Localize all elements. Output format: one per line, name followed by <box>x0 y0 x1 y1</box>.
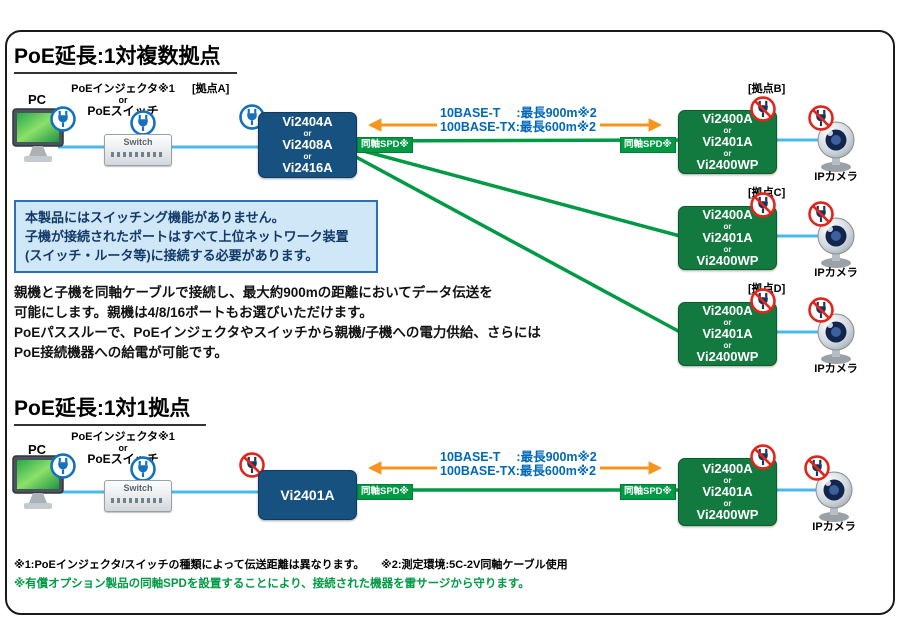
or-text: or <box>303 152 312 161</box>
coax-spd-badge-4: 同軸SPD※ <box>620 484 676 500</box>
device-name: Vi2408A <box>282 137 333 152</box>
device-name: Vi2401A <box>702 484 753 499</box>
device-box-site-b: Vi2400A or Vi2401A or Vi2400WP <box>678 110 777 174</box>
speed-line-1: 10BASE-T :最長900m※2 <box>440 450 597 464</box>
switch-device-label-1: Switch <box>123 137 153 147</box>
no-poe-plug-icon-site-b <box>750 96 776 122</box>
device-name: Vi2400WP <box>696 349 759 364</box>
device-box-vi2404a: Vi2404A or Vi2408A or Vi2416A <box>258 112 357 178</box>
note-line-2: 子機が接続されたポートはすべて上位ネットワーク装置 <box>25 229 349 244</box>
or-text: or <box>723 499 732 508</box>
switch-ports-1 <box>111 152 165 157</box>
poe-injector-label-2: PoEインジェクタ※1 <box>71 431 175 443</box>
device-name: Vi2416A <box>282 160 333 175</box>
device-name: Vi2401A <box>280 487 335 503</box>
device-name: Vi2401A <box>702 326 753 341</box>
or-text: or <box>723 222 732 231</box>
injector-switch-label-1: PoEインジェクタ※1 or PoEスイッチ <box>70 83 176 118</box>
switch-device-label-2: Switch <box>123 483 153 493</box>
device-name: Vi2400A <box>702 461 753 476</box>
or-label-2: or <box>118 442 128 453</box>
outer-border <box>5 30 895 615</box>
no-poe-plug-icon-camera-2 <box>804 455 830 481</box>
no-poe-plug-icon-camera-d <box>808 297 834 323</box>
no-poe-plug-icon-camera-b <box>808 105 834 131</box>
or-text: or <box>723 476 732 485</box>
or-text: or <box>723 341 732 350</box>
device-name: Vi2401A <box>702 134 753 149</box>
poe-plug-icon-switch-2 <box>130 456 156 482</box>
device-box-site-c: Vi2400A or Vi2401A or Vi2400WP <box>678 206 777 270</box>
or-text: or <box>723 318 732 327</box>
description-line-3: PoEパススルーで、PoEインジェクタやスイッチから親機/子機への電力供給、さら… <box>14 325 541 340</box>
section2-title: PoE延長:1対1拠点 <box>14 392 207 426</box>
switching-note-box: 本製品にはスイッチング機能がありません。 子機が接続されたポートはすべて上位ネッ… <box>14 200 378 273</box>
site-b-label: [拠点B] <box>748 83 786 95</box>
link-speed-label-1: 10BASE-T :最長900m※2 100BASE-TX:最長600m※2 <box>437 106 600 134</box>
no-poe-plug-icon-site-c <box>750 192 776 218</box>
note-line-3: (スイッチ・ルータ等)に接続する必要があります。 <box>25 248 319 263</box>
pc-label-2: PC <box>28 442 47 457</box>
product-description: 親機と子機を同軸ケーブルで接続し、最大約900mの距離においてデータ伝送を 可能… <box>14 283 541 363</box>
speed-line-2: 100BASE-TX:最長600m※2 <box>440 120 596 134</box>
or-text: or <box>723 245 732 254</box>
device-box-site-d: Vi2400A or Vi2401A or Vi2400WP <box>678 302 777 366</box>
description-line-1: 親機と子機を同軸ケーブルで接続し、最大約900mの距離においてデータ伝送を <box>14 285 493 300</box>
footnote-spd: ※有償オプション製品の同軸SPDを設置することにより、接続された機器を雷サージか… <box>14 578 530 590</box>
device-box-site-2: Vi2400A or Vi2401A or Vi2400WP <box>678 458 777 526</box>
poe-plug-icon-switch-1 <box>130 110 156 136</box>
switch-device-1: Switch <box>104 134 172 166</box>
ip-camera-label-d: IPカメラ <box>814 363 858 375</box>
switch-ports-2 <box>111 498 165 503</box>
device-name: Vi2404A <box>282 114 333 129</box>
ip-camera-label-b: IPカメラ <box>814 171 858 183</box>
poe-switch-label-2: PoEスイッチ <box>87 451 159 466</box>
or-text: or <box>723 149 732 158</box>
ip-camera-label-c: IPカメラ <box>814 267 858 279</box>
coax-spd-badge-3: 同軸SPD※ <box>357 484 413 500</box>
injector-switch-label-2: PoEインジェクタ※1 or PoEスイッチ <box>70 431 176 466</box>
poe-injector-label-1: PoEインジェクタ※1 <box>71 83 175 95</box>
poe-switch-label-1: PoEスイッチ <box>87 103 159 118</box>
device-name: Vi2400WP <box>696 507 759 522</box>
device-name: Vi2400A <box>702 207 753 222</box>
device-name: Vi2400WP <box>696 253 759 268</box>
device-name: Vi2400A <box>702 303 753 318</box>
coax-spd-badge-2: 同軸SPD※ <box>620 137 676 153</box>
link-speed-label-2: 10BASE-T :最長900m※2 100BASE-TX:最長600m※2 <box>437 450 600 478</box>
speed-line-2: 100BASE-TX:最長600m※2 <box>440 464 596 478</box>
speed-line-1: 10BASE-T :最長900m※2 <box>440 106 597 120</box>
no-poe-plug-icon-camera-c <box>808 201 834 227</box>
ip-camera-label-2: IPカメラ <box>812 521 856 533</box>
no-poe-plug-icon-site-d <box>750 288 776 314</box>
device-name: Vi2400WP <box>696 157 759 172</box>
device-name: Vi2401A <box>702 230 753 245</box>
footnote-1: ※1:PoEインジェクタ/スイッチの種類によって伝送距離は異なります。 ※2:測… <box>14 559 568 571</box>
or-label-1: or <box>118 94 128 105</box>
section1-title: PoE延長:1対複数拠点 <box>14 40 237 74</box>
device-name: Vi2400A <box>702 111 753 126</box>
site-a-label: [拠点A] <box>192 83 230 95</box>
no-poe-plug-icon-site-2 <box>750 444 776 470</box>
device-box-vi2401a: Vi2401A <box>258 470 357 520</box>
pc-label-1: PC <box>28 92 47 107</box>
description-line-4: PoE接続機器への給電が可能です。 <box>14 345 228 360</box>
note-line-1: 本製品にはスイッチング機能がありません。 <box>25 210 285 225</box>
or-text: or <box>303 129 312 138</box>
coax-spd-badge-1: 同軸SPD※ <box>357 137 413 153</box>
description-line-2: 可能にします。親機は4/8/16ポートもお選びいただけます。 <box>14 305 373 320</box>
switch-device-2: Switch <box>104 480 172 512</box>
or-text: or <box>723 126 732 135</box>
